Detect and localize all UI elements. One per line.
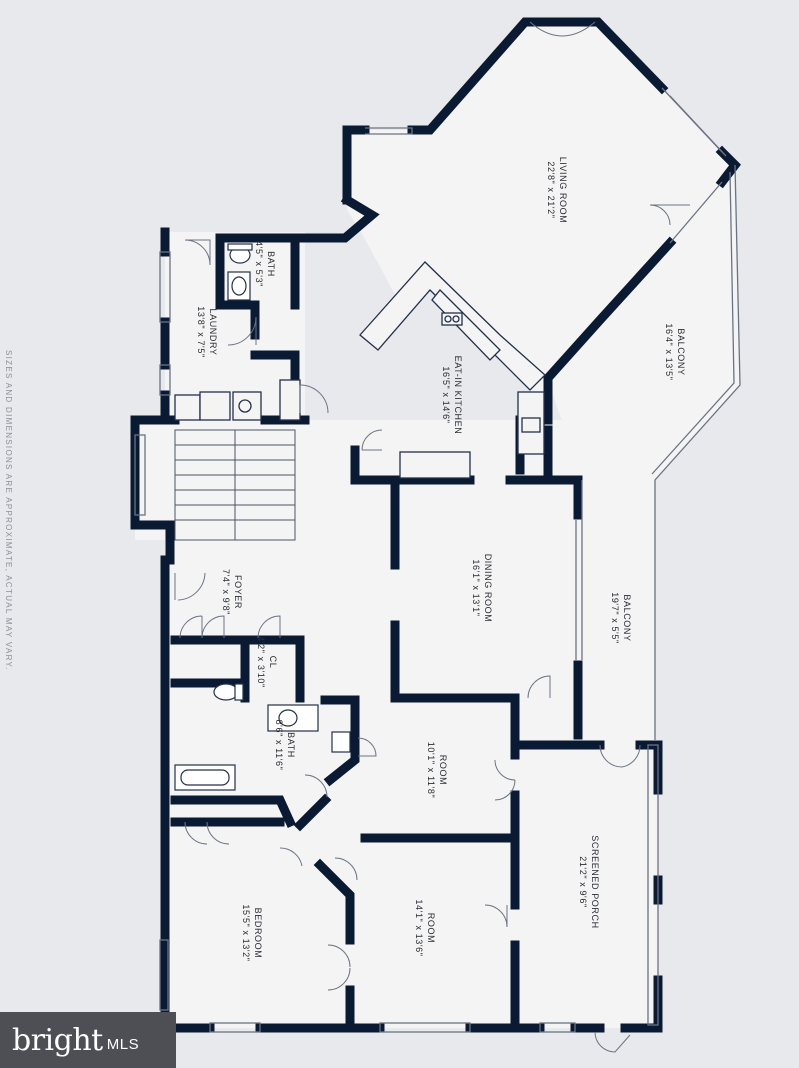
- closet-name: CL: [268, 656, 278, 669]
- label-room-mid: ROOM 10'1" x 11'8": [426, 742, 448, 799]
- bath-lower-dims: 8'6" x 11'6": [274, 720, 284, 771]
- dining-room-dims: 16'1" x 13'1": [471, 559, 481, 616]
- logo-suffix: MLS: [106, 1035, 140, 1053]
- label-laundry: LAUNDRY 13'8" x 7'5": [196, 306, 218, 358]
- thin-walls: [134, 87, 741, 1033]
- label-foyer: FOYER 7'4" x 9'8": [221, 569, 243, 615]
- balcony-upper-name: BALCONY: [676, 328, 686, 375]
- bedroom-dims: 15'5" x 13'2": [241, 904, 251, 961]
- living-room-dims: 22'8" x 21'2": [546, 161, 556, 218]
- bath-lower-name: BATH: [286, 732, 296, 758]
- kitchen-dims: 16'5" x 14'6": [441, 366, 451, 423]
- room-low-dims: 14'1" x 13'6": [414, 899, 424, 956]
- label-bath-lower: BATH 8'6" x 11'6": [274, 720, 296, 771]
- label-bath-upper: BATH 4'5" x 5'3": [254, 241, 276, 287]
- room-mid-dims: 10'1" x 11'8": [426, 742, 436, 799]
- label-screened-porch: SCREENED PORCH 21'2" x 9'6": [578, 835, 600, 928]
- foyer-name: FOYER: [233, 575, 243, 609]
- staircase: [174, 429, 296, 541]
- label-bedroom: BEDROOM 15'5" x 13'2": [241, 904, 263, 961]
- walls: [130, 17, 741, 1033]
- kitchen-counters: [174, 261, 546, 479]
- balcony-lower-name: BALCONY: [622, 594, 632, 641]
- balcony-lower-dims: 19'7" x 5'5": [610, 592, 620, 644]
- laundry-dims: 13'8" x 7'5": [196, 306, 206, 358]
- label-balcony-lower: BALCONY 19'7" x 5'5": [610, 592, 632, 644]
- bath-upper-dims: 4'5" x 5'3": [254, 241, 264, 287]
- bright-mls-logo: bright MLS: [0, 1012, 176, 1068]
- label-closet: CL 4'2" x 3'10": [256, 636, 278, 688]
- bath-fixtures: [174, 243, 351, 791]
- label-room-low: ROOM 14'1" x 13'6": [414, 899, 436, 956]
- screened-porch-name: SCREENED PORCH: [590, 835, 600, 928]
- label-living-room: LIVING ROOM 22'8" x 21'2": [546, 157, 568, 224]
- disclaimer-text: SIZES AND DIMENSIONS ARE APPROXIMATE, AC…: [4, 350, 13, 671]
- bath-upper-name: BATH: [266, 251, 276, 277]
- floor-area: [135, 22, 740, 1028]
- room-labels: LIVING ROOM 22'8" x 21'2" BALCONY 16'4" …: [196, 157, 686, 962]
- room-mid-name: ROOM: [438, 755, 448, 785]
- foyer-dims: 7'4" x 9'8": [221, 569, 231, 615]
- closet-dims: 4'2" x 3'10": [256, 636, 266, 688]
- doors: [174, 21, 690, 1053]
- label-dining-room: DINING ROOM 16'1" x 13'1": [471, 554, 493, 623]
- label-balcony-upper: BALCONY 16'4" x 13'5": [664, 323, 686, 380]
- bedroom-name: BEDROOM: [253, 908, 263, 959]
- balcony-upper-dims: 16'4" x 13'5": [664, 323, 674, 380]
- dining-room-name: DINING ROOM: [483, 554, 493, 623]
- living-room-name: LIVING ROOM: [558, 157, 568, 224]
- logo-brand: bright: [12, 1022, 103, 1058]
- room-low-name: ROOM: [426, 913, 436, 943]
- screened-porch-dims: 21'2" x 9'6": [578, 856, 588, 908]
- kitchen-name: EAT-IN KITCHEN: [453, 356, 463, 435]
- laundry-name: LAUNDRY: [208, 308, 218, 355]
- label-kitchen: EAT-IN KITCHEN 16'5" x 14'6": [441, 356, 463, 435]
